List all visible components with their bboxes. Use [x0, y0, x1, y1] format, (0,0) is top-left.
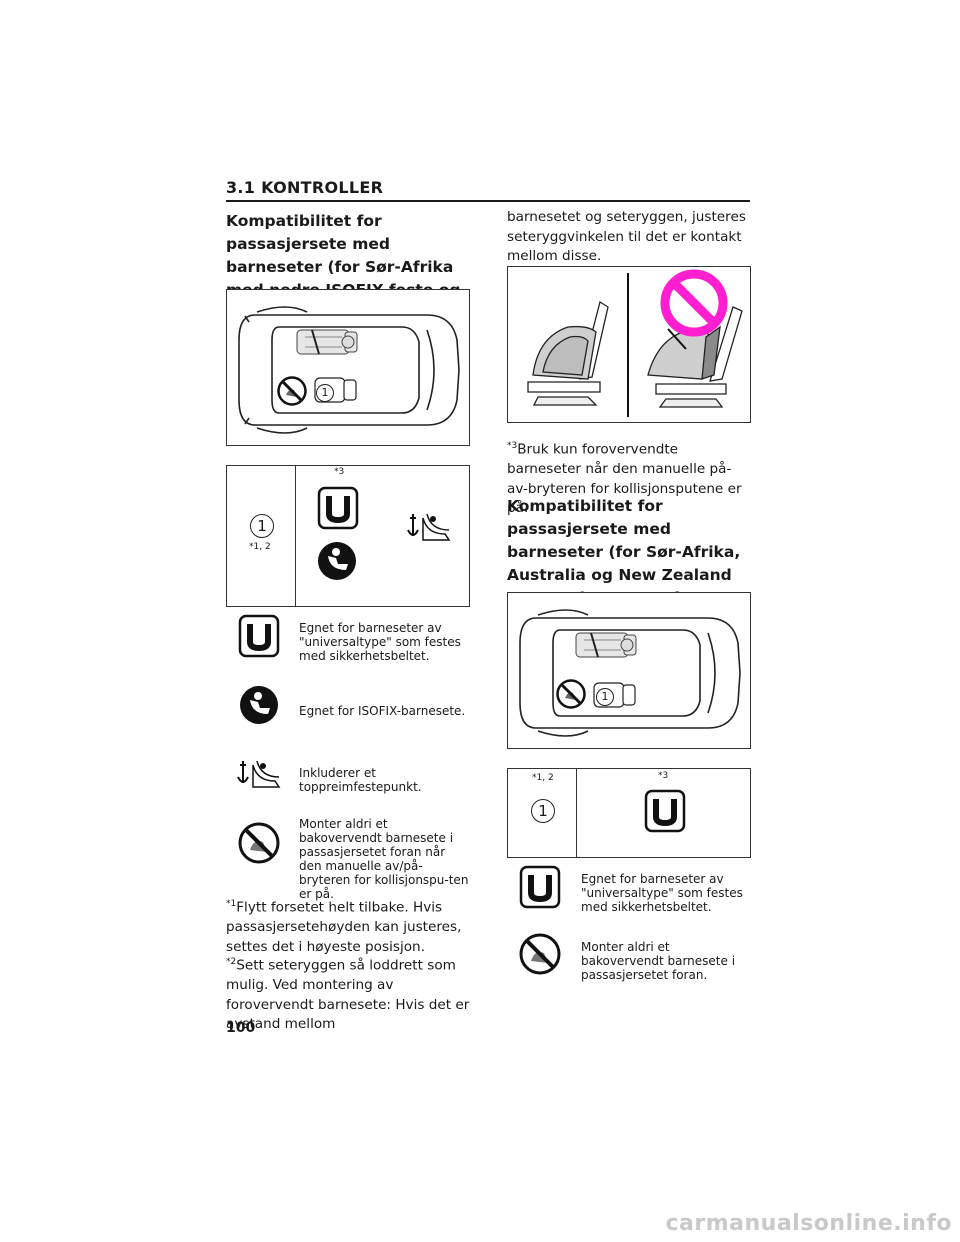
watermark: carmanualsonline.info	[665, 1211, 952, 1236]
legend-isofix-text-left: Egnet for ISOFIX-barnesete.	[299, 704, 466, 718]
legend-tether-text-left: Inkluderer et toppreimfestepunkt.	[299, 766, 422, 794]
section-title: 3.1 KONTROLLER	[226, 178, 384, 197]
legend-universal-icon-right	[519, 865, 561, 909]
note-2: *2Sett seteryggen så loddrett som mulig.…	[226, 953, 472, 1035]
no-rear-facing-icon	[277, 376, 307, 406]
table-position-1: 1	[531, 799, 555, 823]
note-1-text: Flytt forsetet helt tilbake. Hvis passas…	[226, 899, 462, 955]
table-position-note: *1, 2	[532, 773, 554, 783]
table-col-note: *3	[334, 467, 345, 477]
legend-no-rear-text-right: Monter aldri et bakovervendt barnesete i…	[581, 940, 736, 982]
legend-universal-text-right: Egnet for barneseter av "universaltype" …	[581, 872, 743, 914]
note-3: *3Bruk kun forovervendte barneseter når …	[507, 437, 751, 519]
note-2-text: Sett seteryggen så loddrett som mulig. V…	[226, 957, 470, 1033]
table-col-note: *3	[658, 771, 669, 781]
seat-position-1-label: 1	[316, 384, 334, 402]
top-tether-icon	[405, 510, 453, 544]
compatibility-table-right: *1, 2 1 *3	[507, 768, 751, 858]
car-diagram-left: 1	[226, 289, 470, 446]
note-1: *1Flytt forsetet helt tilbake. Hvis pass…	[226, 895, 472, 957]
isofix-seat-icon	[316, 540, 358, 582]
legend-no-rear-text-left: Monter aldri et bakovervendt barnesete i…	[299, 817, 469, 901]
legend-universal-icon-left	[238, 614, 280, 658]
legend-isofix-icon-left	[238, 684, 280, 726]
compatibility-table-left: 1 *1, 2 *3	[226, 465, 470, 607]
seat-position-1-label: 1	[596, 688, 614, 706]
table-position-1: 1	[250, 514, 274, 538]
continuation-text: barnesetet og seteryggen, justeres seter…	[507, 209, 746, 264]
page-number: 100	[226, 1020, 256, 1036]
car-diagram-right: 1	[507, 592, 751, 749]
note-3-text: Bruk kun forovervendte barneseter når de…	[507, 441, 742, 517]
seat-angle-illustration	[507, 266, 751, 423]
note-1-mark: *1	[226, 899, 237, 909]
table-position-note: *1, 2	[249, 542, 271, 552]
universal-u-icon	[317, 486, 359, 530]
legend-no-rear-icon-left	[238, 822, 280, 864]
header-rule	[226, 200, 750, 202]
legend-universal-text-left: Egnet for barneseter av "universaltype" …	[299, 621, 461, 663]
legend-no-rear-icon-right	[519, 933, 561, 975]
note-3-mark: *3	[507, 441, 518, 451]
no-rear-facing-icon	[556, 679, 586, 709]
universal-u-icon	[644, 789, 686, 833]
legend-tether-icon-left	[235, 757, 283, 791]
note-2-mark: *2	[226, 957, 237, 967]
prohibition-mark	[660, 269, 728, 337]
